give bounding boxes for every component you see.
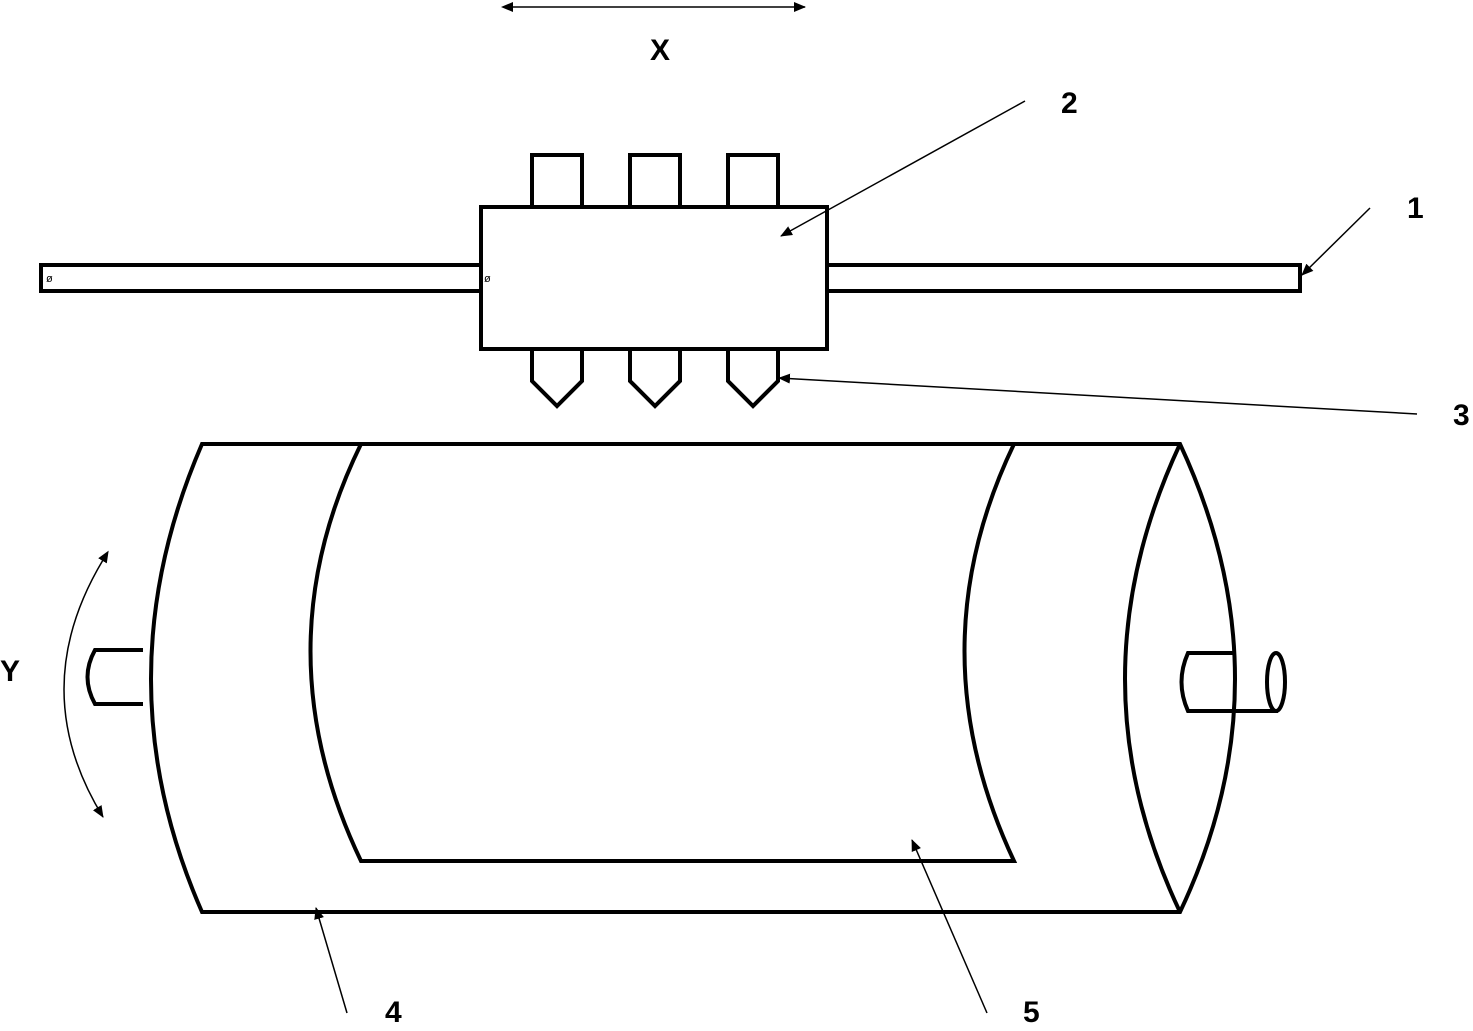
drum-body xyxy=(149,442,1237,914)
right-shaft-end xyxy=(1265,651,1287,713)
leader-heads xyxy=(778,373,1418,415)
label-rail: 1 xyxy=(1407,192,1424,225)
label-sheet: 5 xyxy=(1023,996,1040,1029)
carriage-box xyxy=(479,205,829,351)
label-heads: 3 xyxy=(1453,399,1470,432)
x-axis-label: X xyxy=(650,34,670,67)
carriage-left-mark: ø xyxy=(484,273,491,285)
top-stub-3 xyxy=(726,153,780,209)
drum-right-end-ellipse xyxy=(1123,443,1182,913)
leader-carriage xyxy=(780,100,1026,237)
rail-left-end-mark: ø xyxy=(46,273,53,285)
rail-left xyxy=(39,263,483,293)
right-shaft xyxy=(1179,651,1278,713)
leader-sheet xyxy=(911,839,988,1014)
rail-right xyxy=(825,263,1302,293)
print-head-3 xyxy=(726,349,780,409)
leader-rail xyxy=(1301,207,1371,276)
top-stub-1 xyxy=(530,153,584,209)
label-carriage: 2 xyxy=(1061,87,1078,120)
print-head-2 xyxy=(628,349,682,409)
y-axis-label: Y xyxy=(0,655,20,688)
left-shaft xyxy=(85,648,143,706)
leader-drum xyxy=(314,907,348,1014)
label-drum: 4 xyxy=(385,996,402,1029)
print-head-1 xyxy=(530,349,584,409)
sheet xyxy=(308,443,1018,863)
y-rotation-arrow xyxy=(63,550,109,818)
top-stub-2 xyxy=(628,153,682,209)
